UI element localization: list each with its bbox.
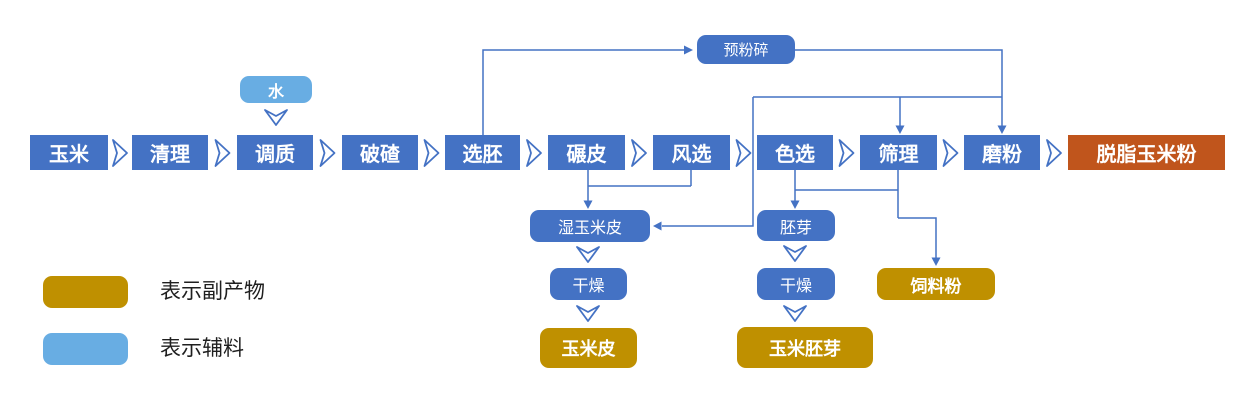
hollow-down-arrow-icon [783,245,807,262]
legend-byproduct-swatch [43,276,128,308]
arrowhead-into-sieving [895,125,905,134]
connector-sieving-feedpowder [898,217,937,258]
legend-auxiliary-swatch [43,333,128,365]
node-water: 水 [240,76,312,103]
flow-chevron-icon [838,139,855,167]
node-germ-select: 选胚 [445,135,520,170]
node-color-sort: 色选 [757,135,833,170]
node-breaking: 破碴 [342,135,418,170]
node-pre-crushing: 预粉碎 [697,35,795,64]
flow-chevron-icon [942,139,959,167]
node-feed-powder: 饲料粉 [877,268,995,300]
hollow-down-arrow-icon [783,305,807,322]
node-corn: 玉米 [30,135,108,170]
arrowhead-into-wetbran-top [583,200,593,209]
flow-chevron-icon [526,139,542,167]
legend-auxiliary-label: 表示辅料 [160,337,244,360]
arrowhead-into-germ [790,200,800,209]
node-milling: 磨粉 [964,135,1040,170]
node-defatted-corn-flour: 脱脂玉米粉 [1068,135,1225,170]
arrowhead-into-precrush [684,45,693,55]
arrowhead-into-wetbran-side [653,221,662,231]
node-sieving: 筛理 [860,135,937,170]
connector-germselect-precrush [482,49,684,135]
flow-chevron-icon [1046,139,1062,167]
flow-chevron-icon [631,139,647,167]
node-peeling: 碾皮 [548,135,625,170]
flow-chevron-icon [423,139,440,167]
arrowhead-into-feedpowder [931,257,941,266]
connector-precrush-milling [795,49,1003,126]
hollow-down-arrow-icon [576,305,600,322]
flow-chevron-icon [319,139,336,167]
node-corn-germ: 玉米胚芽 [737,327,873,368]
flow-chevron-icon [112,139,128,167]
hollow-down-arrow-icon [264,109,288,126]
arrowhead-into-milling [997,125,1007,134]
flow-chevron-icon [735,139,752,167]
node-air-sort: 风选 [653,135,730,170]
hollow-down-arrow-icon [576,246,600,263]
node-drying-left: 干燥 [550,268,627,300]
node-cleaning: 清理 [132,135,208,170]
node-corn-bran: 玉米皮 [540,328,637,368]
node-conditioning: 调质 [237,135,313,170]
connector-bar-wetbran [662,97,754,227]
connector-peeling-airsort-wetbran [587,170,692,201]
flow-chevron-icon [214,139,231,167]
node-drying-right: 干燥 [757,268,835,300]
connector-colorsort-sieving-germ [794,170,899,218]
legend-byproduct-label: 表示副产物 [160,280,265,303]
node-wet-corn-bran: 湿玉米皮 [530,210,650,242]
node-germ: 胚芽 [757,210,835,241]
